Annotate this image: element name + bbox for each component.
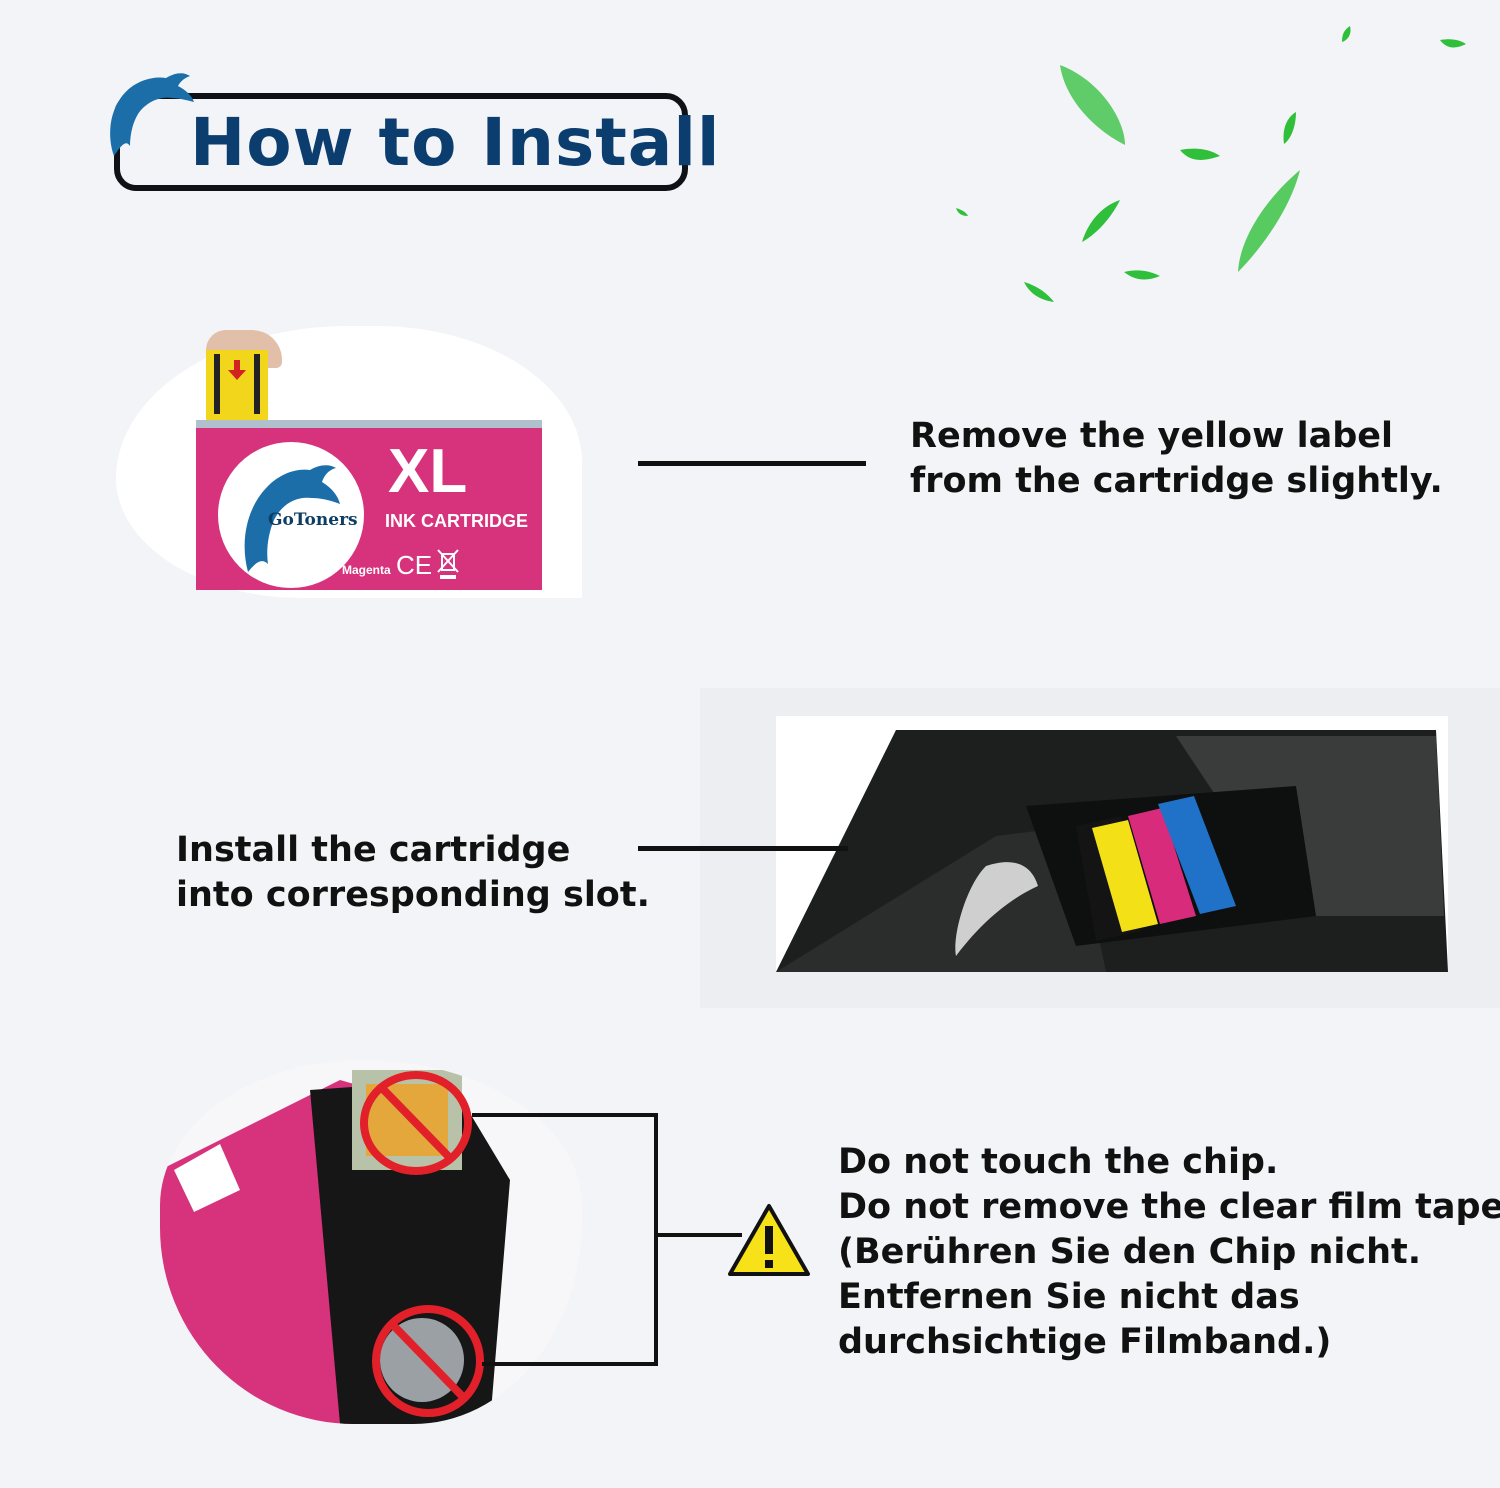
dolphin-icon <box>244 465 340 572</box>
ce-mark-icon: CE <box>396 550 433 580</box>
leaf-icon <box>1342 26 1351 42</box>
step1-line1: Remove the yellow label <box>910 416 1394 456</box>
pull-arrow-icon <box>214 354 260 414</box>
step2-line2: into corresponding slot. <box>176 875 650 915</box>
step3-line5: durchsichtige Filmband.) <box>838 1322 1332 1362</box>
brand-name: GoToners <box>268 510 358 530</box>
step1-line2: from the cartridge slightly. <box>910 461 1443 501</box>
cartridge-size-label: XL <box>388 437 468 506</box>
step3-line3: (Berühren Sie den Chip nicht. <box>838 1232 1422 1272</box>
leaf-icon <box>1283 112 1296 144</box>
printer-cartridge-slot-illustration <box>776 730 1448 972</box>
leaf-icon <box>1440 39 1466 48</box>
step3-instruction: Do not touch the chip. Do not remove the… <box>838 1140 1500 1365</box>
step2-connector-line <box>638 846 848 851</box>
step3-image-area <box>160 1060 582 1424</box>
page-title: How to Install <box>190 104 721 181</box>
leaf-icon <box>1082 200 1120 242</box>
cartridge-type-label: INK CARTRIDGE <box>385 511 528 531</box>
leaf-icon <box>956 208 968 216</box>
step1-connector-line <box>638 461 866 466</box>
leaf-icon <box>1238 170 1300 272</box>
step3-line4: Entfernen Sie nicht das <box>838 1277 1300 1317</box>
cartridge-chip-illustration <box>160 1070 510 1424</box>
step3-bracket-top <box>472 1113 658 1117</box>
cartridge-color-label: Magenta <box>342 563 391 577</box>
brand-logo-circle <box>218 442 364 588</box>
leaf-icon <box>1180 148 1220 160</box>
step3-line2: Do not remove the clear film tape. <box>838 1187 1500 1227</box>
leaves-decoration <box>956 26 1466 302</box>
weee-bin-icon <box>437 549 459 579</box>
title-frame <box>114 93 688 191</box>
step1-instruction: Remove the yellow label from the cartrid… <box>910 414 1443 504</box>
leaf-icon <box>1060 65 1125 145</box>
leaf-icon <box>1124 270 1160 280</box>
cartridge-top-edge <box>196 420 542 428</box>
no-touch-icon <box>360 1071 472 1175</box>
step3-bracket-vertical <box>654 1113 658 1366</box>
step2-instruction: Install the cartridge into corresponding… <box>176 828 650 918</box>
no-touch-icon <box>372 1305 484 1417</box>
yellow-label-tab <box>206 350 268 422</box>
step3-bracket-connector <box>654 1233 742 1237</box>
step3-bracket-bottom <box>482 1362 658 1366</box>
printer-photo <box>776 716 1448 972</box>
dolphin-icon <box>110 73 194 156</box>
leaf-icon <box>1024 282 1054 302</box>
step3-line1: Do not touch the chip. <box>838 1142 1279 1182</box>
warning-icon <box>728 1204 810 1276</box>
step2-line1: Install the cartridge <box>176 830 571 870</box>
